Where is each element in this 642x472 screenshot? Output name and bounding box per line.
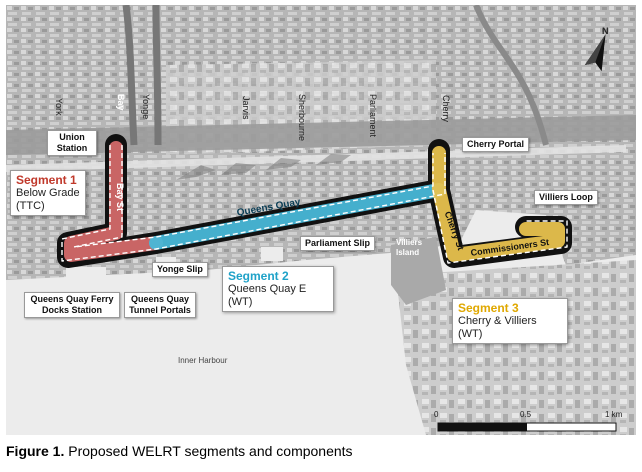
segment-1-operator: (TTC): [16, 200, 45, 212]
segment-2-type: Queens Quay E: [228, 283, 307, 295]
segment-2-route: [149, 183, 446, 250]
segment-1-route: [64, 141, 163, 262]
callout-parliament-slip: Parliament Slip: [300, 236, 376, 251]
segment-1-title: Segment 1: [16, 173, 77, 187]
segment-3-box: Segment 3 Cherry & Villiers (WT): [452, 298, 568, 344]
scale-tick-0-5: 0.5: [520, 410, 532, 419]
north-label: N: [602, 26, 609, 36]
segment-2-title: Segment 2: [228, 269, 289, 283]
callout-union-station: Union Station: [47, 130, 97, 156]
street-label-sherbourne: Sherbourne: [297, 94, 307, 142]
segment-2-operator: (WT): [228, 296, 253, 308]
rail-corridor: [6, 115, 636, 155]
villiers-island-land: [391, 237, 446, 305]
segment-1-box: Segment 1 Below Grade (TTC): [10, 170, 86, 216]
street-label-bay: Bay: [116, 94, 126, 111]
callout-villiers-loop: Villiers Loop: [534, 190, 598, 205]
street-label-cherry: Cherry: [441, 95, 451, 123]
route-label-bay-st: Bay St: [115, 183, 125, 212]
place-label-villiers-island: Villiers Island: [396, 238, 423, 257]
segment-3-title: Segment 3: [458, 301, 519, 315]
street-label-jarvis: Jarvis: [241, 96, 251, 120]
scale-tick-0: 0: [434, 410, 439, 419]
callout-cherry-portal: Cherry Portal: [462, 137, 530, 152]
street-label-parliament: Parliament: [368, 94, 378, 138]
street-label-york: York: [54, 98, 64, 116]
place-label-inner-harbour: Inner Harbour: [178, 356, 228, 365]
scale-tick-1km: 1 km: [605, 410, 623, 419]
figure-caption-text: Proposed WELRT segments and components: [64, 443, 353, 459]
callout-tunnel-portals: Queens Quay Tunnel Portals: [124, 292, 196, 318]
map: [6, 5, 636, 435]
segment-2-box: Segment 2 Queens Quay E (WT): [222, 266, 334, 312]
callout-ferry-docks-station: Queens Quay Ferry Docks Station: [24, 292, 120, 318]
segment-3-operator: (WT): [458, 328, 483, 340]
figure-caption-number: Figure 1.: [6, 443, 65, 459]
callout-yonge-slip: Yonge Slip: [152, 262, 208, 277]
segment-3-type: Cherry & Villiers: [458, 315, 537, 327]
segment-1-type: Below Grade: [16, 187, 80, 199]
scale-bar: [437, 422, 617, 432]
segment-3-route: [432, 146, 565, 262]
figure-caption: Figure 1. Proposed WELRT segments and co…: [6, 443, 353, 459]
street-label-yonge: Yonge: [141, 94, 151, 120]
